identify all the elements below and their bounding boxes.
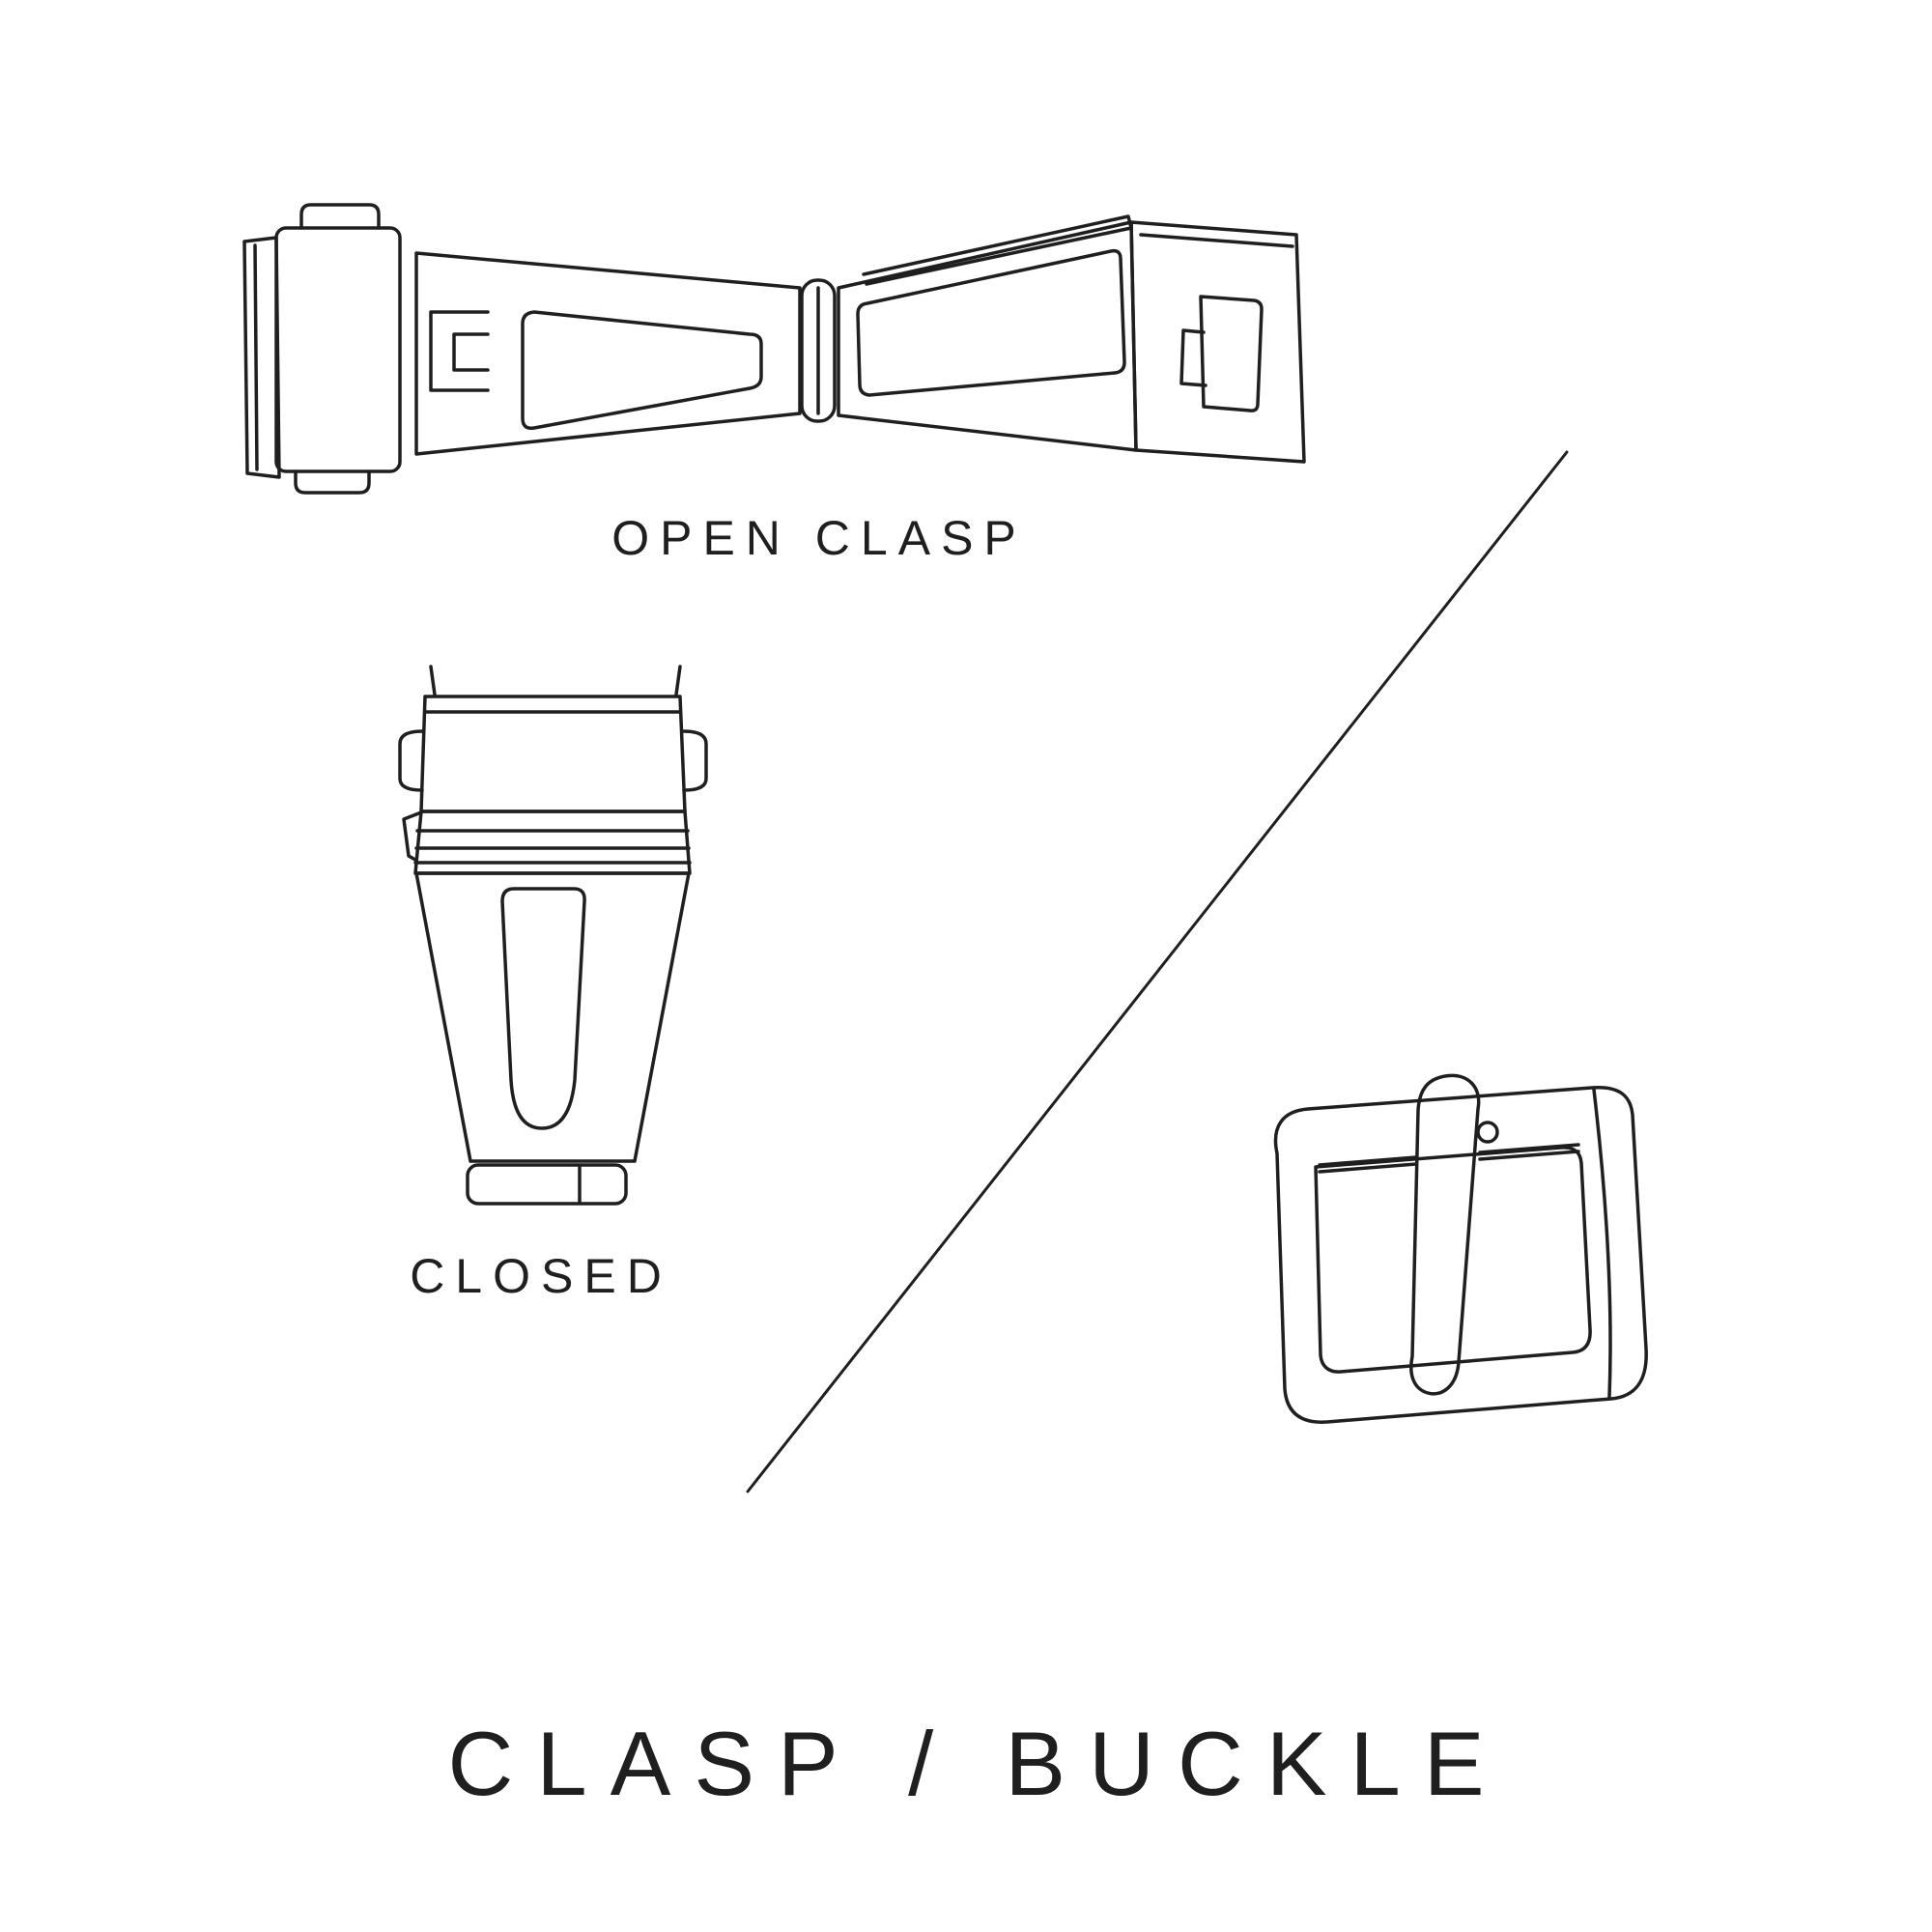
- buckle-pin-left: [1320, 1157, 1416, 1172]
- buckle-tongue-loop: [1478, 1122, 1497, 1142]
- open-clasp-end-cap-line: [1141, 235, 1293, 246]
- closed-clasp-body: [416, 873, 689, 1161]
- open-clasp-bottom-tab: [296, 471, 369, 493]
- closed-clasp-side-bump-left: [400, 731, 422, 790]
- open-clasp-left-strip: [244, 238, 279, 477]
- buckle-right-bar-edge: [1594, 1090, 1610, 1397]
- buckle-frame-outer: [1275, 1088, 1646, 1422]
- closed-clasp-illustration: [400, 667, 706, 1204]
- open-clasp-end-cap: [1131, 222, 1304, 462]
- open-clasp-left-block: [276, 228, 400, 471]
- buckle-tongue: [1411, 1075, 1479, 1393]
- open-clasp-left-arm: [416, 253, 800, 454]
- open-clasp-left-window: [523, 312, 761, 428]
- closed-clasp-band-tab: [404, 812, 421, 860]
- buckle-frame-inner: [1316, 1148, 1590, 1372]
- open-clasp-left-strip-line: [255, 245, 257, 469]
- closed-clasp-side-bump-right: [684, 731, 706, 790]
- closed-clasp-label: CLOSED: [410, 1249, 672, 1303]
- closed-clasp-bottom-bar: [468, 1165, 626, 1204]
- open-clasp-right-window: [858, 251, 1124, 395]
- open-clasp-label: OPEN CLASP: [611, 511, 1027, 565]
- open-clasp-bracket-step: [1181, 330, 1206, 385]
- open-clasp-illustration: [244, 205, 1304, 493]
- buckle-pin-right: [1480, 1145, 1578, 1159]
- closed-clasp-prong-right: [676, 667, 680, 695]
- open-clasp-bracket: [1201, 297, 1262, 411]
- page-title: CLASP / BUCKLE: [447, 1713, 1508, 1814]
- buckle-illustration: [1275, 1075, 1646, 1422]
- closed-clasp-top-block: [421, 696, 685, 811]
- open-clasp-hinge: [802, 280, 835, 421]
- divider-line: [748, 452, 1567, 1492]
- closed-clasp-prong-left: [431, 667, 435, 695]
- closed-clasp-body-window: [502, 889, 584, 1128]
- open-clasp-top-tab: [301, 205, 379, 228]
- open-clasp-hook-notch: [431, 312, 488, 390]
